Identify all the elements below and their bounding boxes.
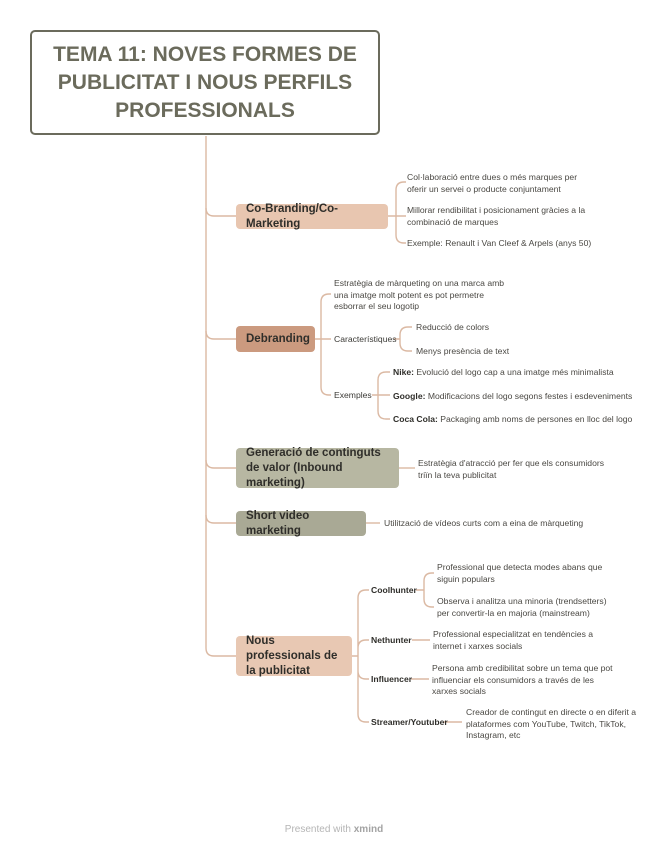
leaf-line: Persona amb credibilitat sobre un tema q… xyxy=(432,663,613,673)
leaf-inbound-definition[interactable]: Estratègia d'atracció per fer que els co… xyxy=(418,458,604,481)
leaf-line: Estratègia d'atracció per fer que els co… xyxy=(418,458,605,468)
leaf-feature-colors[interactable]: Reducció de colors xyxy=(416,322,490,332)
leaf-line: oferir un servei o producte conjuntament xyxy=(407,183,561,194)
footer-watermark: Presented with xmind xyxy=(0,824,668,835)
leaf-example-google[interactable]: Google: Modificacions del logo segons fe… xyxy=(393,391,632,403)
topic-debranding[interactable]: Debranding xyxy=(236,326,315,352)
leaf-line: Observa i analitza una minoria (trendset… xyxy=(437,596,607,606)
topic-inbound-marketing[interactable]: Generació de continguts de valor (Inboun… xyxy=(236,447,399,489)
leaf-line: triïn la teva publicitat xyxy=(418,469,497,480)
leaf-line: Millorar rendibilitat i posicionament gr… xyxy=(407,205,586,215)
leaf-line: influenciar els consumidors a través de … xyxy=(432,674,594,685)
example-text: Evolució del logo cap a una imatge més m… xyxy=(414,367,614,377)
topic-co-branding[interactable]: Co-Branding/Co-Marketing xyxy=(236,203,388,230)
leaf-example-nike[interactable]: Nike: Evolució del logo cap a una imatge… xyxy=(393,367,614,379)
central-topic: TEMA 11: NOVES FORMES DE PUBLICITAT I NO… xyxy=(30,30,380,135)
leaf-example-coca-cola[interactable]: Coca Cola: Packaging amb noms de persone… xyxy=(393,414,632,426)
xmind-logo-text: xmind xyxy=(353,824,384,835)
brand-name: Google: xyxy=(393,391,426,401)
leaf-streamer-definition[interactable]: Creador de contingut en directe o en dif… xyxy=(466,707,636,742)
leaf-line: esborrar el seu logotip xyxy=(334,301,420,311)
leaf-line: combinació de marques xyxy=(407,216,499,227)
leaf-line: Col·laboració entre dues o més marques p… xyxy=(407,172,578,182)
leaf-short-video-definition[interactable]: Utilització de vídeos curts com a eina d… xyxy=(384,518,584,528)
leaf-line: plataformes com YouTube, Twitch, TikTok, xyxy=(466,718,627,729)
leaf-line: Instagram, etc xyxy=(466,730,521,740)
leaf-debranding-definition[interactable]: Estratègia de màrqueting on una marca am… xyxy=(334,278,504,313)
leaf-co-branding-example[interactable]: Exemple: Renault i Van Cleef & Arpels (a… xyxy=(407,238,591,250)
leaf-influencer-definition[interactable]: Persona amb credibilitat sobre un tema q… xyxy=(432,663,613,698)
subtopic-influencer[interactable]: Influencer xyxy=(371,674,413,684)
subtopic-caracteristiques[interactable]: Característiques xyxy=(334,334,397,344)
topic-nous-professionals[interactable]: Nous professionals de la publicitat xyxy=(236,635,352,677)
example-text: Packaging amb noms de persones en lloc d… xyxy=(437,414,633,424)
leaf-coolhunter-observation[interactable]: Observa i analitza una minoria (trendset… xyxy=(437,596,607,619)
leaf-coolhunter-definition[interactable]: Professional que detecta modes abans que… xyxy=(437,562,602,585)
leaf-line: Estratègia de màrqueting on una marca am… xyxy=(334,278,505,288)
leaf-nethunter-definition[interactable]: Professional especialitzat en tendències… xyxy=(433,629,593,652)
leaf-line: Exemple: Renault i Van Cleef & Arpels (a… xyxy=(407,238,592,248)
brand-name: Nike: xyxy=(393,367,415,377)
leaf-line: internet i xarxes socials xyxy=(433,640,523,651)
leaf-line: Professional especialitzat en tendències… xyxy=(433,629,594,639)
leaf-line: Creador de contingut en directe o en dif… xyxy=(466,707,637,717)
subtopic-coolhunter[interactable]: Coolhunter xyxy=(371,585,417,595)
subtopic-exemples[interactable]: Exemples xyxy=(334,390,372,400)
leaf-co-branding-benefit[interactable]: Millorar rendibilitat i posicionament gr… xyxy=(407,205,585,228)
leaf-line: per convertir-la en majoria (mainstream) xyxy=(437,607,590,618)
leaf-feature-text[interactable]: Menys presència de text xyxy=(416,346,510,356)
subtopic-streamer-youtuber[interactable]: Streamer/Youtuber xyxy=(371,717,448,727)
leaf-line: siguin populars xyxy=(437,573,495,584)
footer-prefix: Presented with xyxy=(284,824,354,835)
brand-name: Coca Cola: xyxy=(393,414,438,424)
example-text: Modificacions del logo segons festes i e… xyxy=(425,391,633,401)
leaf-co-branding-definition[interactable]: Col·laboració entre dues o més marques p… xyxy=(407,172,577,195)
leaf-line: xarxes socials xyxy=(432,686,486,696)
topic-short-video-marketing[interactable]: Short video marketing xyxy=(236,510,366,537)
leaf-line: una imatge molt potent es pot permetre xyxy=(334,289,484,300)
leaf-line: Professional que detecta modes abans que xyxy=(437,562,603,572)
subtopic-nethunter[interactable]: Nethunter xyxy=(371,635,412,645)
